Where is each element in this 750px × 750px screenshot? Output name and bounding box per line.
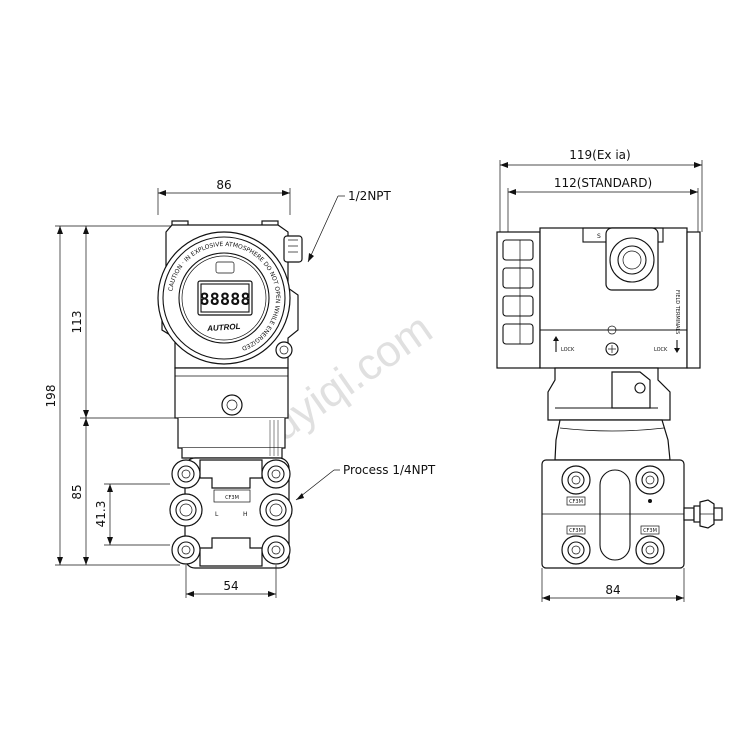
callout-process: Process 1/4NPT <box>295 463 436 501</box>
dim-86-label: 86 <box>216 178 231 192</box>
brand-logo: AUTROL <box>206 322 241 333</box>
dim-84-label: 84 <box>605 583 620 597</box>
side-flange: CF3M CF3M CF3M <box>541 459 723 569</box>
lock-right-label: LOCK <box>654 347 668 353</box>
side-view: 119(Ex ia) 112(STANDARD) S <box>496 148 723 602</box>
dim-side-flange-width: 84 <box>541 568 685 602</box>
dim-flange-width: 54 <box>185 565 277 598</box>
side-housing: S FIELD TERMINALS LOCK LOCK <box>496 227 701 369</box>
callout-conduit: 1/2NPT <box>307 189 392 263</box>
conduit-label: 1/2NPT <box>348 189 392 203</box>
s-mark: S <box>597 233 601 240</box>
dim-vertical-left: 198 113 85 41.3 <box>44 225 180 566</box>
dim-113-label: 113 <box>70 311 84 334</box>
dim-85-label: 85 <box>70 484 84 499</box>
dim-width-top: 86 <box>157 178 291 215</box>
process-flange: CF3M L H <box>169 457 293 569</box>
port-high-mark: H <box>243 511 248 518</box>
material-tag: CF3M <box>225 495 239 501</box>
dim-119-label: 119(Ex ia) <box>569 148 630 162</box>
lcd-display: 88888 <box>199 290 250 310</box>
side-tag-1: CF3M <box>569 499 583 505</box>
front-view: 86 1/2NPT 198 113 <box>44 178 436 598</box>
side-tag-2: CF3M <box>569 528 583 534</box>
port-low-mark: L <box>215 511 219 518</box>
field-terminals-label: FIELD TERMINALS <box>674 290 680 334</box>
dim-198-label: 198 <box>44 385 58 408</box>
side-tag-3: CF3M <box>643 528 657 534</box>
lock-left-label: LOCK <box>561 347 575 353</box>
transmitter-head: CAUTION · IN EXPLOSIVE ATMOSPHERE DO NOT… <box>157 220 303 369</box>
dim-112-label: 112(STANDARD) <box>554 176 652 190</box>
dim-width-ex: 119(Ex ia) <box>499 148 703 232</box>
dim-width-standard: 112(STANDARD) <box>507 176 699 232</box>
transmitter-neck <box>174 367 289 459</box>
side-neck <box>547 367 671 461</box>
dim-54-label: 54 <box>223 579 238 593</box>
process-label: Process 1/4NPT <box>343 463 436 477</box>
dim-41-3-label: 41.3 <box>94 501 108 528</box>
